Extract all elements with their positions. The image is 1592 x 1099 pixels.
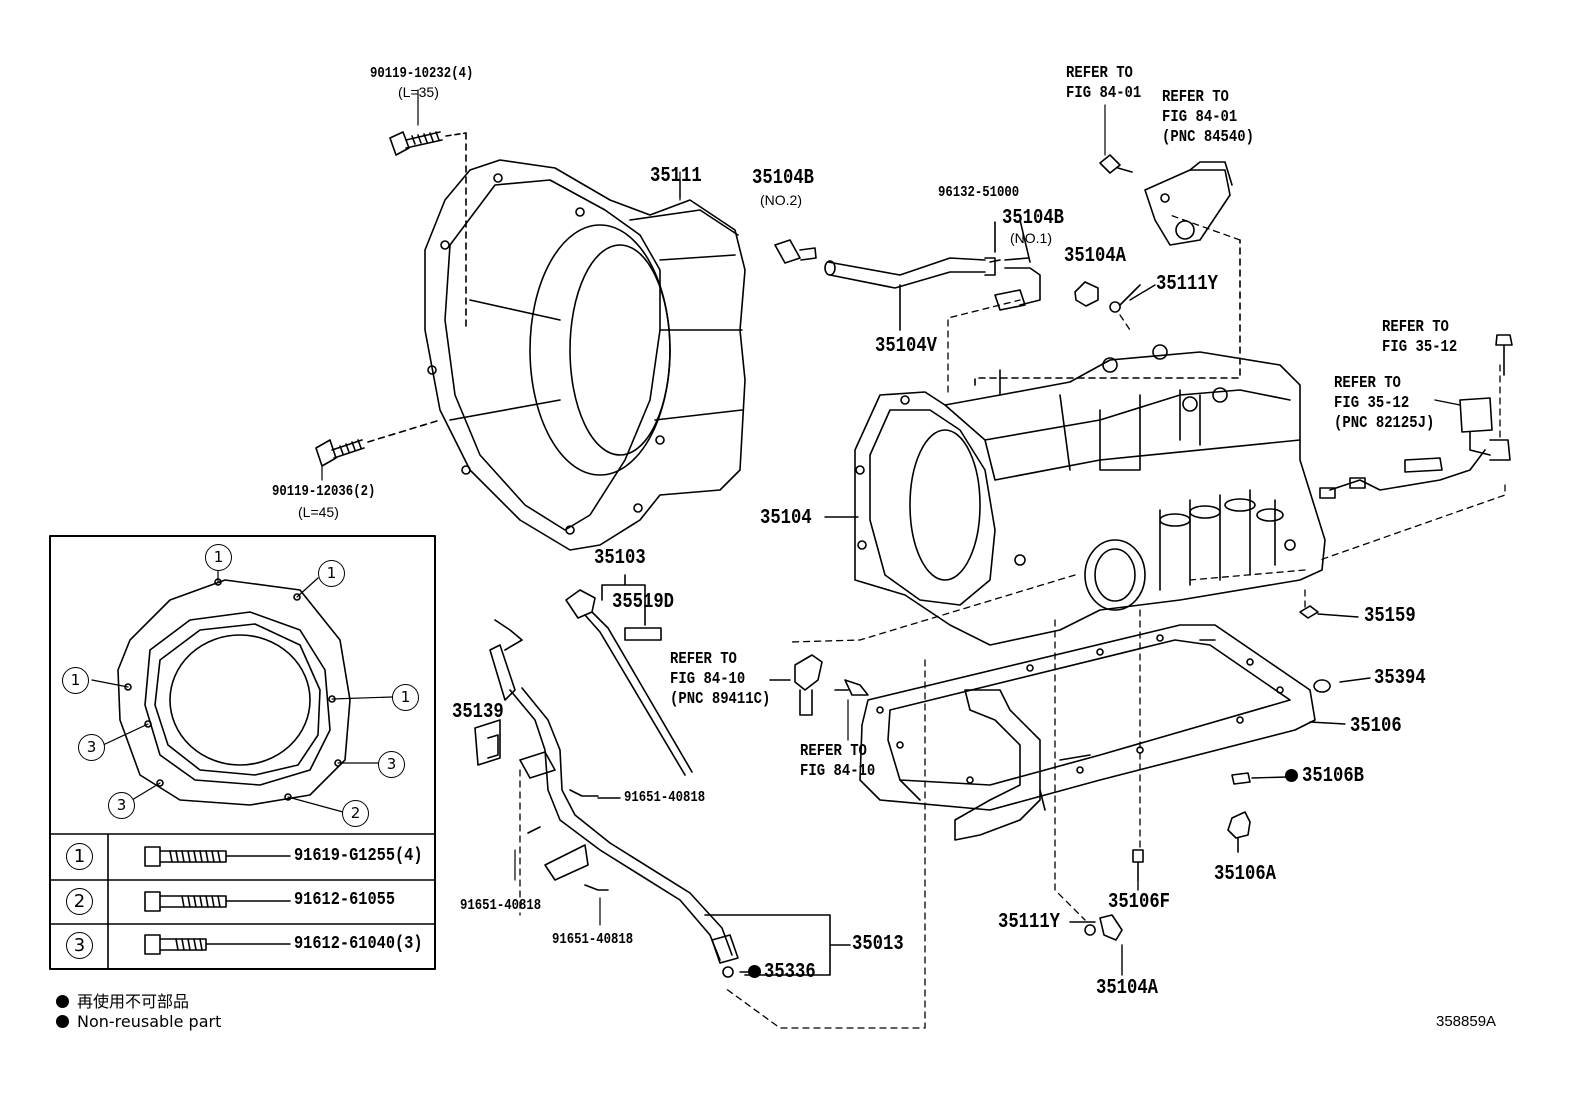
refer-note-84-01-a[interactable]: REFER TO FIG 84-01 bbox=[1066, 64, 1141, 104]
table-row-part[interactable]: 91619-G1255(4) bbox=[294, 846, 423, 866]
inset-callout: 3 bbox=[78, 734, 105, 761]
refer-note-84-01-b[interactable]: REFER TO FIG 84-01 (PNC 84540) bbox=[1162, 88, 1254, 148]
part-35111[interactable]: 35111 bbox=[650, 165, 702, 188]
refer-note-84-10-b[interactable]: REFER TO FIG 84-10 bbox=[800, 742, 875, 782]
refer-note-line: FIG 84-01 bbox=[1066, 84, 1142, 103]
oil-cooler-hose-drawing bbox=[774, 219, 1041, 331]
inset-callout: 1 bbox=[318, 560, 345, 587]
inset-callout: 3 bbox=[378, 751, 405, 778]
part-35104V[interactable]: 35104V bbox=[875, 335, 938, 358]
part-35159[interactable]: 35159 bbox=[1364, 605, 1416, 628]
part-35104B-no2[interactable]: 35104B bbox=[752, 167, 815, 190]
part-35106[interactable]: 35106 bbox=[1350, 715, 1402, 738]
bolt-90119-10232-drawing bbox=[389, 89, 467, 331]
non-reusable-dot-icon bbox=[56, 995, 69, 1008]
table-row-part[interactable]: 91612-61040(3) bbox=[294, 934, 423, 954]
legend-japanese: 再使用不可部品 bbox=[56, 988, 189, 1012]
part-35104[interactable]: 35104 bbox=[760, 507, 812, 530]
non-reusable-dot-icon bbox=[748, 965, 761, 978]
part-35519D[interactable]: 35519D bbox=[612, 591, 675, 614]
part-35106B[interactable]: 35106B bbox=[1302, 765, 1365, 788]
leader-lines bbox=[597, 179, 1461, 976]
refer-note-line: FIG 84-10 bbox=[800, 762, 876, 781]
refer-note-line: (PNC 89411C) bbox=[670, 690, 771, 709]
part-91651-40818-a[interactable]: 91651-40818 bbox=[624, 789, 706, 806]
part-35104A-top[interactable]: 35104A bbox=[1064, 245, 1127, 268]
part-35104B-no1-note: (NO.1) bbox=[1010, 230, 1052, 246]
part-90119-12036-length: (L=45) bbox=[298, 504, 339, 520]
speed-sensor-82125J-drawing bbox=[1319, 334, 1513, 499]
refer-note-line: REFER TO bbox=[800, 742, 867, 761]
transmission-case-drawing bbox=[854, 239, 1326, 646]
inset-callout: 3 bbox=[108, 792, 135, 819]
part-35104B-no2-note: (NO.2) bbox=[760, 192, 802, 208]
part-35103[interactable]: 35103 bbox=[594, 547, 646, 570]
legend-text: Non-reusable part bbox=[77, 1012, 222, 1031]
bell-housing-drawing bbox=[424, 159, 746, 551]
refer-note-line: REFER TO bbox=[1066, 64, 1133, 83]
part-35104A-bottom[interactable]: 35104A bbox=[1096, 977, 1159, 1000]
inset-box bbox=[49, 535, 436, 970]
dipstick-drawing bbox=[565, 574, 693, 776]
refer-note-35-12-a[interactable]: REFER TO FIG 35-12 bbox=[1382, 318, 1457, 358]
refer-note-line: FIG 35-12 bbox=[1382, 338, 1458, 357]
pan-parts-drawing bbox=[1084, 605, 1331, 941]
inset-callout: 1 bbox=[392, 684, 419, 711]
part-35139[interactable]: 35139 bbox=[452, 701, 504, 724]
non-reusable-dot-icon bbox=[56, 1015, 69, 1028]
refer-note-line: REFER TO bbox=[1162, 88, 1229, 107]
part-90119-10232[interactable]: 90119-10232(4) bbox=[370, 65, 474, 82]
table-row-number: 3 bbox=[66, 932, 93, 959]
refer-note-line: (PNC 84540) bbox=[1162, 128, 1255, 147]
refer-note-line: FIG 84-01 bbox=[1162, 108, 1238, 127]
bolt-90119-12036-drawing bbox=[315, 419, 441, 481]
inset-callout: 1 bbox=[205, 544, 232, 571]
part-35106A[interactable]: 35106A bbox=[1214, 863, 1277, 886]
legend-text: 再使用不可部品 bbox=[77, 992, 190, 1011]
refer-note-line: FIG 35-12 bbox=[1334, 394, 1410, 413]
sensor-89411C-drawing bbox=[769, 654, 869, 741]
refer-note-35-12-b[interactable]: REFER TO FIG 35-12 (PNC 82125J) bbox=[1334, 374, 1434, 434]
part-35111Y-top[interactable]: 35111Y bbox=[1156, 273, 1219, 296]
table-row-part[interactable]: 91612-61055 bbox=[294, 890, 396, 910]
refer-note-line: (PNC 82125J) bbox=[1334, 414, 1435, 433]
part-35336[interactable]: 35336 bbox=[764, 961, 816, 984]
part-90119-10232-length: (L=35) bbox=[398, 84, 439, 100]
legend-english: Non-reusable part bbox=[56, 1012, 221, 1031]
part-35111Y-bottom[interactable]: 35111Y bbox=[998, 911, 1061, 934]
oil-pan-drawing bbox=[859, 624, 1316, 841]
dashed-leaders bbox=[519, 214, 1506, 1029]
refer-note-84-10-a[interactable]: REFER TO FIG 84-10 (PNC 89411C) bbox=[670, 650, 770, 710]
inset-callout: 1 bbox=[62, 667, 89, 694]
sensor-84540-drawing bbox=[1099, 104, 1233, 246]
refer-note-line: REFER TO bbox=[1382, 318, 1449, 337]
part-35106F[interactable]: 35106F bbox=[1108, 891, 1171, 914]
refer-note-line: FIG 84-10 bbox=[670, 670, 746, 689]
filler-tube-drawing bbox=[474, 619, 851, 978]
part-35394[interactable]: 35394 bbox=[1374, 667, 1426, 690]
inset-callout: 2 bbox=[342, 800, 369, 827]
part-35106B-row bbox=[1285, 766, 1306, 785]
non-reusable-dot-icon bbox=[1285, 769, 1298, 782]
table-row-number: 1 bbox=[66, 843, 93, 870]
part-96132-51000[interactable]: 96132-51000 bbox=[938, 184, 1020, 201]
refer-note-line: REFER TO bbox=[1334, 374, 1401, 393]
part-35336-row bbox=[748, 962, 769, 981]
table-row-number: 2 bbox=[66, 888, 93, 915]
figure-id: 358859A bbox=[1436, 1013, 1497, 1030]
part-91651-40818-b[interactable]: 91651-40818 bbox=[460, 897, 542, 914]
part-35104B-no1[interactable]: 35104B bbox=[1002, 207, 1065, 230]
part-90119-12036[interactable]: 90119-12036(2) bbox=[272, 483, 376, 500]
plug-35104A-top-drawing bbox=[1074, 281, 1141, 313]
part-91651-40818-c[interactable]: 91651-40818 bbox=[552, 931, 634, 948]
part-35013[interactable]: 35013 bbox=[852, 933, 904, 956]
refer-note-line: REFER TO bbox=[670, 650, 737, 669]
